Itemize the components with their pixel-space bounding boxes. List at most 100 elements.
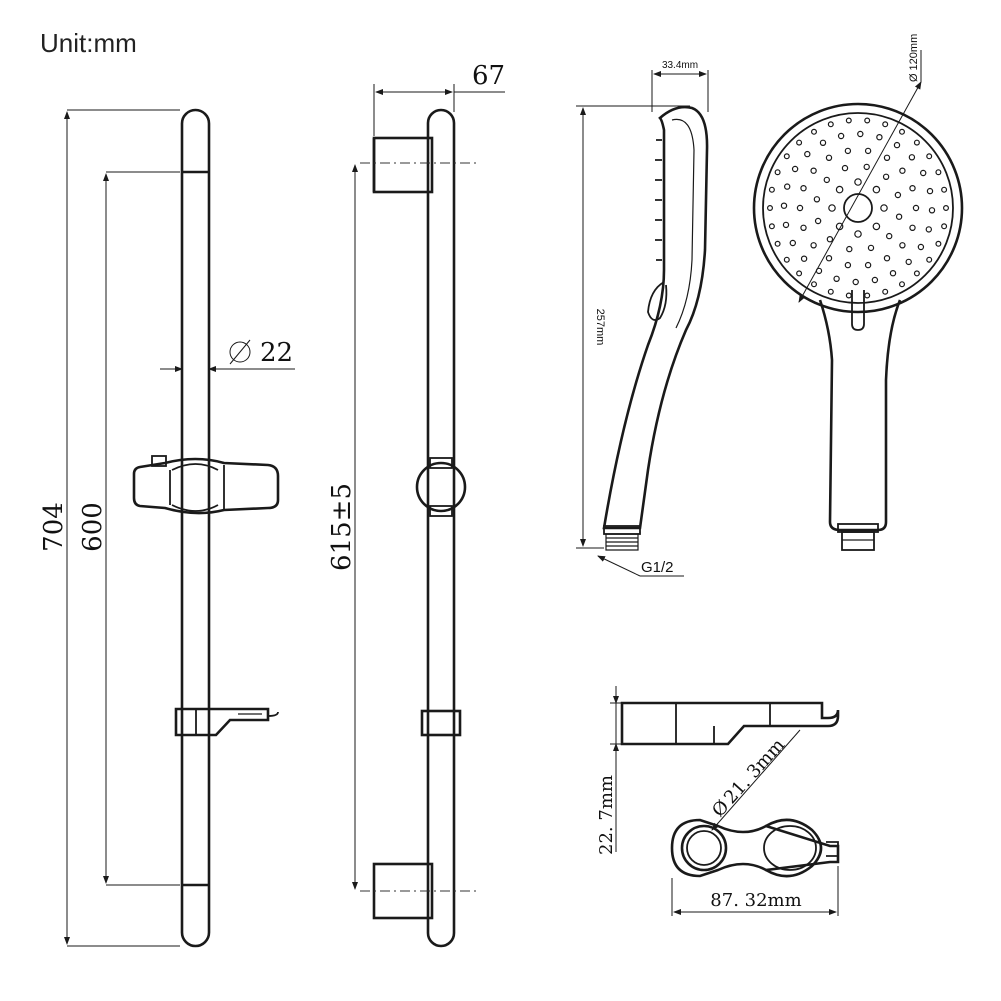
nozzle-dot bbox=[854, 230, 862, 238]
nozzle-dot bbox=[796, 139, 803, 146]
holder-top bbox=[670, 818, 840, 878]
nozzle-dot bbox=[810, 167, 817, 174]
dim-22-7-label: 22. 7mm bbox=[596, 775, 617, 855]
nozzle-dot bbox=[783, 153, 790, 160]
dim-line-21-3 bbox=[711, 729, 801, 831]
handshower-button bbox=[647, 281, 668, 321]
nozzle-dot bbox=[867, 244, 875, 252]
nozzle-dot bbox=[871, 276, 879, 284]
nozzle-dot bbox=[941, 223, 948, 230]
nozzle-dot bbox=[889, 270, 897, 277]
nozzle-dot bbox=[783, 256, 790, 263]
nozzle-dot bbox=[810, 128, 817, 135]
nozzle-dot bbox=[905, 258, 912, 266]
nozzle-dot bbox=[882, 173, 890, 180]
nozzle-dot bbox=[789, 239, 797, 247]
nozzle-dot bbox=[899, 167, 906, 174]
nozzle-dot bbox=[935, 240, 942, 247]
side-top-bracket bbox=[372, 136, 434, 194]
nozzle-dot bbox=[880, 204, 888, 212]
nozzle-dot bbox=[825, 255, 833, 262]
nozzle-dot bbox=[898, 128, 905, 135]
nozzle-dot bbox=[768, 223, 775, 230]
nozzle-dot bbox=[845, 292, 852, 299]
nozzle-dot bbox=[796, 270, 803, 277]
nozzle-dot bbox=[920, 169, 927, 177]
dim-22-label: 22 bbox=[260, 338, 293, 368]
nozzle-dot bbox=[909, 224, 916, 231]
nozzle-dot bbox=[784, 183, 791, 190]
nozzle-dot bbox=[810, 242, 817, 249]
rail-side-view: 67 615±5 bbox=[327, 61, 505, 948]
nozzle-dot bbox=[941, 186, 948, 193]
rail-tube bbox=[180, 108, 211, 948]
nozzle-dot bbox=[782, 221, 790, 229]
nozzle-dot bbox=[917, 243, 925, 251]
nozzle-dot bbox=[827, 288, 834, 295]
holder-side bbox=[620, 701, 840, 746]
spray-selector-lever bbox=[851, 290, 865, 331]
nozzle-dot bbox=[800, 255, 808, 262]
nozzle-dot bbox=[893, 141, 901, 149]
nozzle-dot bbox=[814, 217, 822, 225]
nozzle-dot bbox=[823, 176, 831, 184]
nozzle-dot bbox=[882, 121, 889, 128]
nozzle-dot bbox=[844, 147, 852, 155]
nozzle-dot bbox=[925, 226, 933, 233]
nozzle-dot bbox=[928, 207, 936, 214]
nozzle-dot bbox=[872, 185, 881, 194]
spray-nozzles bbox=[766, 117, 949, 299]
handshower-body-side bbox=[602, 105, 709, 530]
nozzle-dot bbox=[791, 165, 799, 173]
nozzle-dot bbox=[886, 232, 893, 240]
nozzle-dot bbox=[768, 186, 775, 193]
nozzle-dot bbox=[819, 139, 827, 146]
nozzle-dot bbox=[774, 240, 781, 247]
nozzle-dot bbox=[883, 154, 891, 161]
nozzle-dot bbox=[864, 147, 872, 155]
nozzle-dot bbox=[909, 184, 916, 192]
nozzle-dot bbox=[864, 117, 871, 124]
rail-front-view: 704 600 22 bbox=[39, 108, 295, 948]
nozzle-dot bbox=[835, 185, 844, 194]
dim-67-label: 67 bbox=[472, 61, 505, 91]
unit-label: Unit:mm bbox=[40, 28, 137, 58]
side-soap-holder bbox=[420, 709, 462, 737]
nozzle-dot bbox=[846, 245, 853, 253]
nozzle-dot bbox=[804, 150, 811, 158]
nozzle-dot bbox=[935, 169, 942, 176]
dim-600-label: 600 bbox=[78, 502, 108, 552]
nozzle-dot bbox=[837, 132, 845, 140]
nozzle-dot bbox=[841, 164, 849, 172]
nozzle-dot bbox=[872, 222, 881, 231]
diameter-symbol-icon bbox=[229, 341, 251, 363]
nozzle-dot bbox=[898, 281, 905, 288]
nozzle-dot bbox=[800, 224, 807, 231]
nozzle-dot bbox=[942, 205, 949, 212]
holder-bore bbox=[680, 824, 728, 872]
nozzle-dot bbox=[810, 281, 817, 288]
nozzle-dot bbox=[766, 205, 773, 212]
handshower-side-view: 33.4mm 257mm G1/2 bbox=[576, 60, 709, 577]
dim-615-label: 615±5 bbox=[327, 483, 357, 571]
thread-label: G1/2 bbox=[641, 559, 674, 576]
nozzle-dot bbox=[876, 133, 883, 141]
nozzle-dot bbox=[827, 121, 834, 128]
dim-33-label: 33.4mm bbox=[662, 60, 698, 71]
nozzle-dot bbox=[882, 288, 889, 295]
nozzle-dot bbox=[894, 191, 902, 199]
handshower-handle-front bbox=[818, 299, 902, 532]
rail-soap-holder bbox=[174, 707, 279, 737]
nozzle-dot bbox=[825, 154, 833, 161]
nozzle-dot bbox=[908, 154, 916, 161]
holder-detail: 22. 7mm Ø21. 3mm 87. 32mm bbox=[596, 686, 840, 916]
nozzle-dot bbox=[926, 153, 933, 160]
nozzle-dot bbox=[844, 261, 852, 269]
nozzle-dot bbox=[852, 278, 859, 286]
side-rail-tube bbox=[426, 108, 456, 948]
dim-704-label: 704 bbox=[39, 502, 69, 552]
front-connector bbox=[841, 531, 875, 551]
nozzle-dot bbox=[857, 130, 864, 138]
dim-87-label: 87. 32mm bbox=[710, 890, 801, 911]
